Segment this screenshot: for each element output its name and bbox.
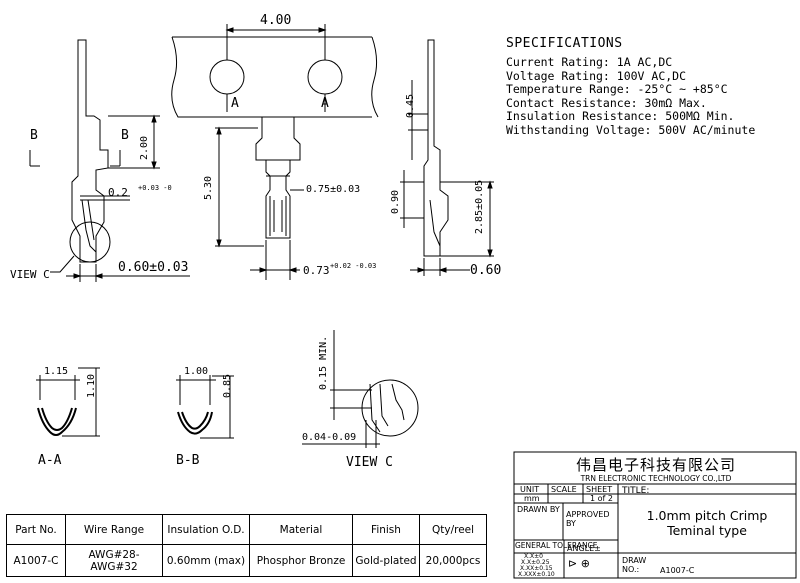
section-label-b-right: B: [121, 128, 129, 143]
description-line-2: Teminal type: [667, 523, 747, 538]
dim-2-00: 2.00: [139, 135, 150, 160]
spec-voltage-rating: Voltage Rating: 100V AC,DC: [506, 68, 687, 83]
scale-label: SCALE: [551, 485, 577, 494]
projection-symbol-icon: ⊳ ⊕: [568, 557, 590, 570]
tolerance-3: X.XX±0.15: [520, 565, 553, 572]
header-insulation-od: Insulation O.D.: [162, 514, 250, 545]
dim-0-90: 0.90: [390, 189, 401, 214]
tolerance-4: X.XXX±0.10: [518, 571, 555, 578]
title-block-lines: [513, 451, 797, 579]
header-material: Material: [249, 514, 353, 545]
dim-0-15-min: 0.15 MIN.: [318, 335, 329, 390]
spec-current-rating: Current Rating: 1A AC,DC: [506, 55, 673, 69]
company-name-en: TRN ELECTRONIC TECHNOLOGY CO.,LTD: [580, 474, 732, 483]
header-finish: Finish: [352, 514, 420, 545]
dim-pitch: 4.00: [260, 13, 292, 28]
angle-label: ANGLE±: [567, 544, 601, 553]
specifications-title: SPECIFICATIONS: [506, 36, 623, 51]
dim-0-75: 0.75±0.03: [306, 184, 361, 195]
unit-value: mm: [524, 494, 540, 503]
general-tolerance-label: GENERAL TOLERANCE: [515, 541, 598, 550]
spec-insulation-resistance: Insulation Resistance: 500MΩ Min.: [506, 109, 735, 124]
dim-0-85: 0.85: [222, 373, 233, 398]
cell-insulation-od: 0.60mm (max): [162, 544, 250, 577]
approved-by-label: APPROVED BY: [566, 510, 610, 528]
section-b-b: [176, 375, 234, 439]
section-a-a: [36, 367, 100, 437]
dim-0-2: 0.2: [108, 186, 128, 199]
dim-1-00: 1.00: [184, 366, 209, 377]
title-label: TITLE:: [622, 486, 650, 496]
dim-0-60: 0.60±0.03: [118, 260, 189, 275]
dim-5-30: 5.30: [203, 175, 214, 200]
section-label-a-left: A: [231, 96, 239, 111]
dim-1-10: 1.10: [86, 373, 97, 398]
draw-no-value: A1007-C: [660, 566, 695, 575]
cell-part-no: A1007-C: [6, 544, 66, 577]
section-a-a-label: A-A: [38, 453, 62, 468]
sheet-label: SHEET: [586, 485, 613, 494]
tolerance-1: X.X±0: [524, 553, 543, 560]
header-part-no: Part No.: [6, 514, 66, 545]
cell-qty-reel: 20,000pcs: [419, 544, 487, 577]
spec-withstanding-voltage: Withstanding Voltage: 500V AC/minute: [506, 122, 756, 137]
side-view-right: [400, 39, 494, 276]
spec-contact-resistance: Contact Resistance: 30mΩ Max.: [506, 95, 707, 110]
drawn-by-label: DRAWN BY: [517, 505, 560, 514]
cell-finish: Gold-plated: [352, 544, 420, 577]
cell-wire-range: AWG#28-AWG#32: [65, 544, 163, 577]
sheet-value: 1 of 2: [590, 494, 613, 503]
parts-table: Part No. Wire Range Insulation O.D. Mate…: [6, 514, 487, 577]
dim-0-60-right: 0.60: [470, 263, 502, 278]
section-label-b-left: B: [30, 128, 38, 143]
drawing-description: 1.0mm pitch Crimp Teminal type: [622, 508, 792, 538]
draw-no-label: DRAW NO.:: [622, 556, 647, 574]
dim-0-2-tolerance: +0.03 -0: [138, 184, 172, 192]
section-b-b-label: B-B: [176, 453, 200, 468]
dim-2-85: 2.85±0.05: [474, 179, 485, 234]
dim-0-45: 0.45: [405, 93, 416, 118]
header-qty-reel: Qty/reel: [419, 514, 487, 545]
dim-1-15: 1.15: [44, 366, 69, 377]
description-line-1: 1.0mm pitch Crimp: [646, 508, 768, 523]
dim-0-73: 0.73: [303, 264, 330, 277]
dim-0-04-0-09: 0.04-0.09: [302, 432, 357, 443]
company-name-cn: 伟昌电子科技有限公司: [575, 456, 736, 474]
section-label-a-right: A: [321, 96, 329, 111]
header-wire-range: Wire Range: [65, 514, 163, 545]
side-view-left: [29, 39, 190, 282]
cell-material: Phosphor Bronze: [249, 544, 353, 577]
specifications-list: Current Rating: 1A AC,DC Voltage Rating:…: [506, 55, 756, 138]
view-c-detail: [302, 330, 419, 448]
table-row: A1007-C AWG#28-AWG#32 0.60mm (max) Phosp…: [6, 544, 487, 577]
parts-table-header: Part No. Wire Range Insulation O.D. Mate…: [6, 514, 487, 545]
spec-temperature-range: Temperature Range: -25°C ~ +85°C: [506, 82, 728, 97]
dim-0-73-tolerance: +0.02 -0.03: [330, 262, 377, 270]
view-c-label: VIEW C: [346, 455, 393, 470]
reel-strip-view: [171, 24, 379, 280]
view-c-callout: VIEW C: [10, 268, 50, 281]
tolerance-2: X.X±0.25: [521, 559, 550, 566]
unit-label: UNIT: [520, 485, 540, 494]
